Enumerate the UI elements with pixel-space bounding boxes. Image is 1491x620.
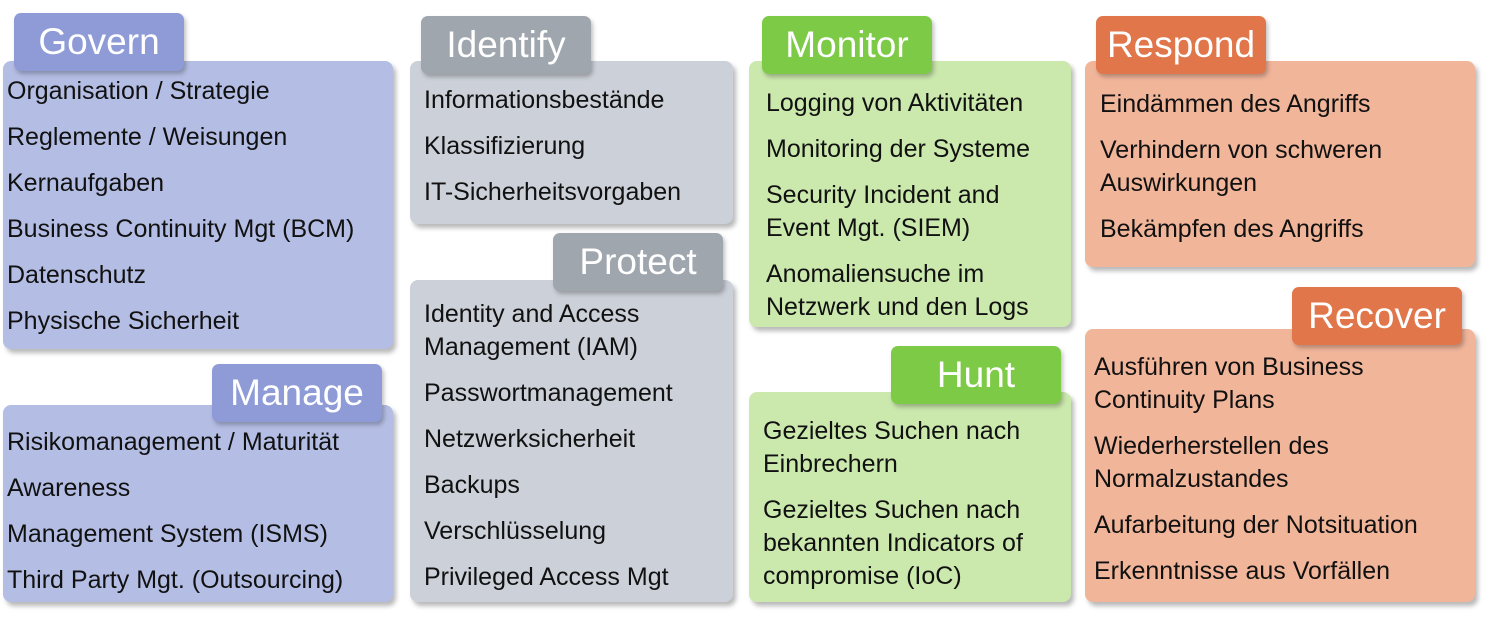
- identify-box: Informationsbestände Klassifizierung IT-…: [410, 61, 733, 224]
- manage-item: Risikomanagement / Maturität: [7, 428, 340, 456]
- respond-item: Bekämpfen des Angriffs: [1100, 215, 1364, 243]
- govern-item: Organisation / Strategie: [7, 77, 270, 105]
- identify-item: Klassifizierung: [424, 132, 586, 160]
- govern-item: Business Continuity Mgt (BCM): [7, 215, 355, 243]
- monitor-item: Logging von Aktivitäten: [766, 89, 1024, 117]
- recover-item: Erkenntnisse aus Vorfällen: [1094, 557, 1391, 585]
- respond-box: Eindämmen des Angriffs Verhindern von sc…: [1085, 61, 1475, 267]
- protect-item: Privileged Access Mgt: [424, 563, 669, 591]
- manage-box: Risikomanagement / Maturität Awareness M…: [3, 405, 393, 602]
- protect-item: Backups: [424, 471, 520, 499]
- respond-items: Eindämmen des Angriffs Verhindern von sc…: [1100, 88, 1382, 246]
- recover-item: Wiederherstellen des Normalzustandes: [1094, 432, 1329, 493]
- identify-label: Identify: [421, 16, 591, 74]
- respond-item: Verhindern von schweren Auswirkungen: [1100, 136, 1383, 197]
- protect-box: Identity and Access Management (IAM) Pas…: [410, 280, 733, 602]
- govern-item: Physische Sicherheit: [7, 307, 240, 335]
- identify-items: Informationsbestände Klassifizierung IT-…: [424, 84, 681, 209]
- recover-item: Aufarbeitung der Notsituation: [1094, 511, 1418, 539]
- monitor-box: Logging von Aktivitäten Monitoring der S…: [749, 61, 1071, 327]
- respond-item: Eindämmen des Angriffs: [1100, 90, 1371, 118]
- monitor-label: Monitor: [762, 16, 932, 74]
- protect-item: Netzwerksicherheit: [424, 425, 636, 453]
- identify-item: IT-Sicherheitsvorgaben: [424, 178, 682, 206]
- govern-item: Reglemente / Weisungen: [7, 123, 288, 151]
- monitor-item: Anomaliensuche im Netzwerk und den Logs: [766, 260, 1029, 321]
- govern-item: Datenschutz: [7, 261, 146, 289]
- manage-item: Third Party Mgt. (Outsourcing): [7, 566, 344, 594]
- protect-item: Identity and Access Management (IAM): [424, 300, 640, 361]
- monitor-item: Monitoring der Systeme: [766, 135, 1031, 163]
- hunt-item: Gezieltes Suchen nach bekannten Indicato…: [763, 496, 1023, 590]
- hunt-items: Gezieltes Suchen nach Einbrechern Geziel…: [763, 415, 1023, 593]
- govern-items: Organisation / Strategie Reglemente / We…: [7, 75, 354, 338]
- recover-item: Ausführen von Business Continuity Plans: [1094, 353, 1364, 414]
- manage-label: Manage: [212, 364, 382, 422]
- protect-items: Identity and Access Management (IAM) Pas…: [424, 298, 673, 594]
- respond-label: Respond: [1096, 16, 1266, 74]
- manage-item: Management System (ISMS): [7, 520, 328, 548]
- protect-item: Verschlüsselung: [424, 517, 607, 545]
- recover-label: Recover: [1292, 287, 1462, 345]
- recover-items: Ausführen von Business Continuity Plans …: [1094, 351, 1418, 588]
- monitor-items: Logging von Aktivitäten Monitoring der S…: [766, 87, 1030, 324]
- protect-item: Passwortmanagement: [424, 379, 673, 407]
- hunt-label: Hunt: [891, 346, 1061, 404]
- monitor-item: Security Incident and Event Mgt. (SIEM): [766, 181, 1000, 242]
- manage-items: Risikomanagement / Maturität Awareness M…: [7, 426, 343, 597]
- recover-box: Ausführen von Business Continuity Plans …: [1085, 329, 1475, 602]
- hunt-item: Gezieltes Suchen nach Einbrechern: [763, 417, 1021, 478]
- protect-label: Protect: [553, 233, 723, 291]
- govern-item: Kernaufgaben: [7, 169, 165, 197]
- hunt-box: Gezieltes Suchen nach Einbrechern Geziel…: [749, 392, 1071, 602]
- manage-item: Awareness: [7, 474, 131, 502]
- identify-item: Informationsbestände: [424, 86, 665, 114]
- govern-box: Organisation / Strategie Reglemente / We…: [3, 61, 393, 349]
- govern-label: Govern: [14, 13, 184, 71]
